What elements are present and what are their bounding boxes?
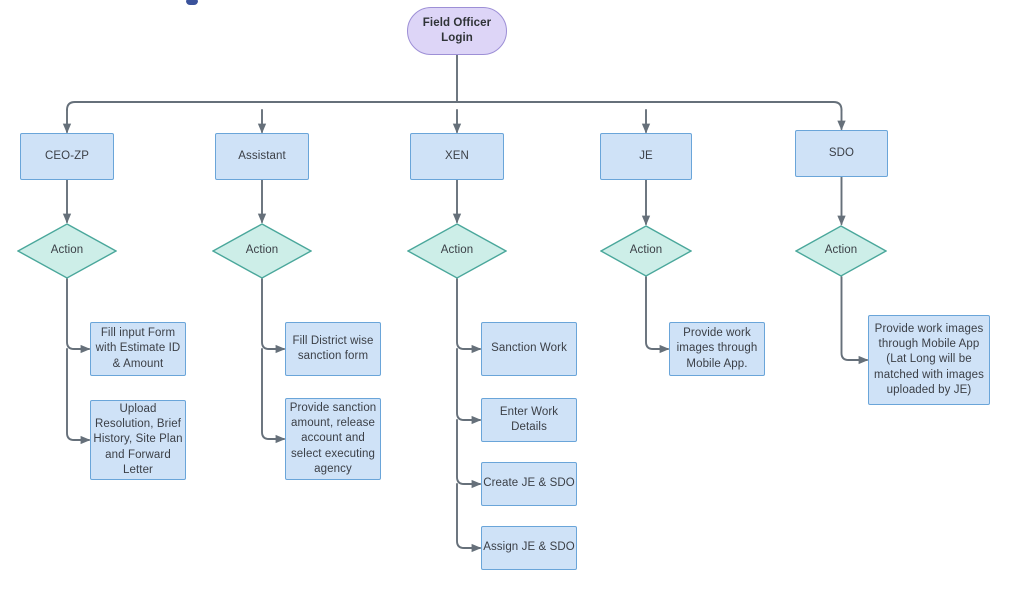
node-role-sdo-label: SDO [828,146,855,159]
connector [261,348,286,444]
node-decision-je[interactable]: Action [600,225,692,277]
node-task-xen-1[interactable]: Sanction Work [481,322,577,376]
node-task-ceo-zp-2[interactable]: Upload Resolution, Brief History, Site P… [90,400,186,480]
node-task-xen-4[interactable]: Assign JE & SDO [481,526,577,570]
connector [456,419,482,489]
node-decision-je-label: Action [629,244,663,257]
node-task-assistant-2[interactable]: Provide sanction amount, release account… [285,398,381,480]
node-task-assistant-2-label: Provide sanction amount, release account… [289,402,377,475]
node-role-ceo-zp-label: CEO-ZP [44,149,90,162]
connector [261,278,286,354]
cropped-title-fragment [186,0,198,5]
node-task-ceo-zp-2-label: Upload Resolution, Brief History, Site P… [93,403,183,476]
node-role-xen[interactable]: XEN [410,133,504,180]
node-task-xen-2-label: Enter Work Details [499,405,559,433]
node-role-je[interactable]: JE [600,133,692,180]
node-task-sdo-1-label: Provide work images through Mobile App (… [874,323,984,396]
node-decision-ceo-zp[interactable]: Action [17,223,117,279]
diamond-icon [212,223,312,279]
diamond-icon [17,223,117,279]
node-role-ceo-zp[interactable]: CEO-ZP [20,133,114,180]
node-task-xen-3-label: Create JE & SDO [483,477,575,490]
node-decision-assistant[interactable]: Action [212,223,312,279]
node-task-je-1[interactable]: Provide work images through Mobile App. [669,322,765,376]
node-role-je-label: JE [639,149,653,162]
node-task-assistant-1-label: Fill District wise sanction form [292,334,374,362]
node-task-sdo-1[interactable]: Provide work images through Mobile App (… [868,315,990,405]
node-role-xen-label: XEN [445,149,469,162]
connector [66,348,91,445]
node-field-officer-login-label: Field Officer Login [422,16,492,44]
node-task-je-1-label: Provide work images through Mobile App. [676,327,758,370]
connector [456,348,482,425]
node-role-assistant[interactable]: Assistant [215,133,309,180]
node-decision-xen-label: Action [440,244,474,257]
node-role-sdo[interactable]: SDO [795,130,888,177]
connector [840,276,869,365]
node-task-assistant-1[interactable]: Fill District wise sanction form [285,322,381,376]
node-task-ceo-zp-1-label: Fill input Form with Estimate ID & Amoun… [95,327,181,370]
node-task-xen-3[interactable]: Create JE & SDO [481,462,577,506]
node-decision-assistant-label: Action [245,244,279,257]
node-task-ceo-zp-1[interactable]: Fill input Form with Estimate ID & Amoun… [90,322,186,376]
diamond-icon [600,225,692,277]
node-task-xen-2[interactable]: Enter Work Details [481,398,577,442]
node-role-assistant-label: Assistant [238,149,286,162]
diamond-icon [407,223,507,279]
connector [66,278,91,354]
connector [456,483,482,553]
node-decision-sdo[interactable]: Action [795,225,887,277]
diamond-icon [795,225,887,277]
node-task-xen-4-label: Assign JE & SDO [483,541,575,554]
connector [645,276,670,354]
connector [66,101,843,111]
connector [456,278,482,354]
node-decision-sdo-label: Action [824,244,858,257]
node-task-xen-1-label: Sanction Work [491,342,567,355]
node-decision-xen[interactable]: Action [407,223,507,279]
node-field-officer-login[interactable]: Field Officer Login [407,7,507,55]
node-decision-ceo-zp-label: Action [50,244,84,257]
